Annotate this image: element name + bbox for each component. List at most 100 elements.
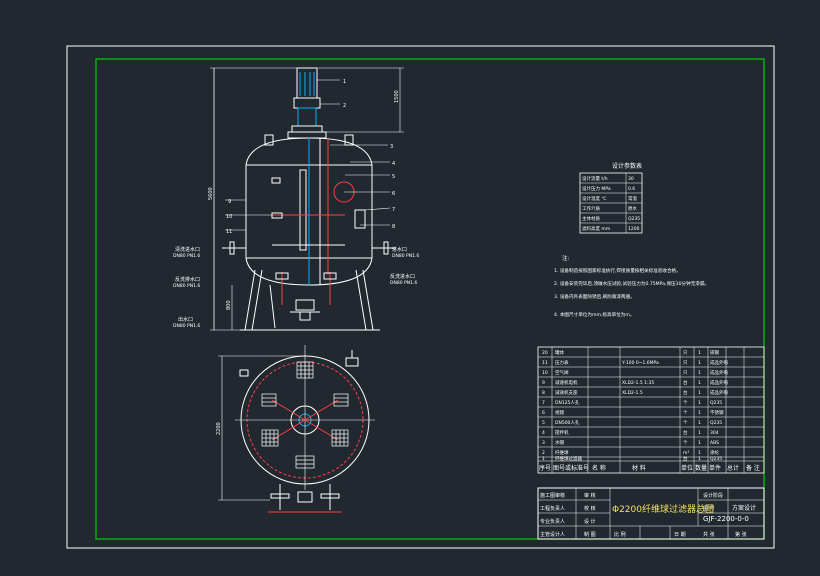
- svg-text:台: 台: [683, 455, 688, 462]
- svg-text:第 张: 第 张: [735, 531, 747, 538]
- part-number-label: 6: [392, 191, 395, 197]
- nozzle-spec: DN80 PN1.6: [173, 323, 200, 329]
- svg-text:成品外购: 成品外购: [710, 389, 728, 396]
- svg-text:1: 1: [698, 440, 701, 446]
- svg-text:ABS: ABS: [710, 440, 719, 446]
- svg-text:专业负责人: 专业负责人: [540, 518, 565, 525]
- svg-text:11: 11: [542, 360, 548, 366]
- tech-param-label: 主体材质: [582, 215, 600, 222]
- dimension-labels: 5600 1500 800: [208, 90, 400, 310]
- leg-dimension: 800: [226, 300, 232, 310]
- svg-text:只: 只: [683, 360, 688, 366]
- part-number-label: 3: [390, 144, 393, 150]
- svg-text:1: 1: [698, 380, 701, 386]
- svg-text:304: 304: [710, 430, 719, 436]
- plan-view: [218, 345, 375, 513]
- svg-text:备 注: 备 注: [746, 464, 760, 472]
- svg-text:1: 1: [698, 450, 701, 456]
- svg-text:成品外购: 成品外购: [710, 369, 728, 376]
- svg-text:个: 个: [683, 440, 688, 446]
- svg-text:比 例: 比 例: [614, 531, 626, 538]
- design-stage: 方案设计: [732, 504, 756, 512]
- tech-param-value: Q235: [628, 216, 640, 222]
- svg-text:个: 个: [683, 400, 688, 406]
- svg-text:压力表: 压力表: [555, 359, 569, 366]
- bom-header: 序号 图号或标准号 名 称 材 料 单位 数量 单件 总计 备 注: [539, 464, 760, 472]
- svg-text:1: 1: [698, 350, 701, 356]
- plan-width-dimension: 2200: [216, 422, 222, 435]
- svg-text:成品外购: 成品外购: [710, 359, 728, 366]
- svg-text:1: 1: [698, 400, 701, 406]
- svg-text:施工图审核: 施工图审核: [540, 492, 565, 499]
- svg-text:6: 6: [542, 410, 545, 416]
- svg-text:图 号: 图 号: [703, 506, 715, 512]
- svg-text:XLD2-1.5 1:35: XLD2-1.5 1:35: [622, 380, 654, 386]
- technical-notes: 注: 1. 设备制造按照国家标准执行,焊接质量按相关标准验收合格。 2. 设备安…: [554, 254, 709, 318]
- part-number-label: 10: [226, 214, 232, 220]
- svg-text:1: 1: [698, 390, 701, 396]
- tech-param-value: 30: [628, 176, 634, 182]
- front-elevation-view: [210, 67, 404, 331]
- tech-param-value: 1200: [628, 226, 640, 232]
- svg-text:碳钢: 碳钢: [710, 349, 719, 356]
- svg-text:1: 1: [698, 456, 701, 462]
- svg-text:台: 台: [683, 379, 688, 386]
- part-number-label: 11: [226, 229, 232, 235]
- svg-text:1: 1: [698, 370, 701, 376]
- title-block: 施工图审核 工程负责人 专业负责人 主管设计人 审 核 校 核 设 计 制 图 …: [537, 487, 765, 540]
- svg-text:1: 1: [698, 360, 701, 366]
- svg-text:图号或标准号: 图号或标准号: [553, 464, 589, 472]
- svg-text:单件: 单件: [709, 464, 721, 472]
- svg-text:DN125人孔: DN125人孔: [555, 399, 580, 406]
- svg-text:不锈钢: 不锈钢: [710, 409, 724, 416]
- svg-text:台: 台: [683, 389, 688, 396]
- tech-param-label: 设计温度 ℃: [582, 195, 606, 202]
- svg-text:9: 9: [542, 380, 545, 386]
- note-item: 1. 设备制造按照国家标准执行,焊接质量按相关标准验收合格。: [554, 267, 681, 274]
- svg-text:台: 台: [683, 429, 688, 436]
- svg-text:设计阶段: 设计阶段: [703, 492, 723, 499]
- tech-parameter-table: 设计参数表 设计流量 t/h 30 设计压力 MPa 0.6 设计温度 ℃ 常温…: [579, 162, 643, 234]
- svg-text:纤维球: 纤维球: [555, 449, 569, 456]
- svg-text:名 称: 名 称: [592, 464, 606, 472]
- part-number-labels: 1 2 3 4 5 6 7 8 9 10 11: [226, 79, 395, 235]
- tech-param-value: 原水: [628, 205, 637, 212]
- nozzle-label: 清洗进水口: [175, 246, 200, 253]
- part-number-label: 5: [392, 174, 395, 180]
- svg-text:DN500人孔: DN500人孔: [555, 419, 580, 426]
- outer-border: [66, 45, 775, 549]
- svg-text:日 期: 日 期: [674, 532, 686, 538]
- nozzle-label: 出水口: [178, 316, 193, 323]
- nozzle-label: 反洗进水口: [390, 273, 415, 280]
- top-dimension: 1500: [394, 90, 400, 103]
- svg-text:只: 只: [683, 350, 688, 356]
- tech-param-value: 0.6: [628, 186, 635, 192]
- svg-text:3: 3: [542, 440, 545, 446]
- svg-text:视镜: 视镜: [555, 409, 564, 416]
- tech-table-title: 设计参数表: [612, 162, 642, 170]
- svg-text:单位: 单位: [681, 464, 693, 472]
- tech-param-value: 常温: [628, 195, 637, 202]
- svg-text:设 计: 设 计: [584, 518, 596, 525]
- svg-text:空气阀: 空气阀: [555, 369, 569, 376]
- nozzle-spec: DN80 PN1.6: [173, 253, 200, 259]
- svg-text:序号: 序号: [539, 464, 551, 472]
- part-number-label: 8: [392, 224, 395, 230]
- svg-text:8: 8: [542, 390, 545, 396]
- tech-param-label: 滤料高度 mm: [582, 225, 610, 232]
- svg-text:Y-100 0~1.6MPa: Y-100 0~1.6MPa: [621, 360, 659, 366]
- svg-text:Q235: Q235: [710, 456, 722, 462]
- note-item: 3. 设备内外表面除锈后,刷防腐漆两遍。: [554, 293, 635, 300]
- svg-text:工程负责人: 工程负责人: [540, 505, 565, 512]
- inner-border: [95, 58, 765, 540]
- nozzle-labels: 清洗进水口 DN80 PN1.6 反洗排水口 DN80 PN1.6 出水口 DN…: [173, 246, 419, 329]
- svg-text:1: 1: [698, 420, 701, 426]
- reducer: [293, 97, 321, 109]
- svg-text:个: 个: [683, 420, 688, 426]
- svg-text:制 图: 制 图: [584, 531, 596, 538]
- nozzle-label: 反洗排水口: [175, 276, 200, 283]
- note-item: 2. 设备安装完毕后,须做水压试验,试验压力为0.75MPa,保压30分钟无渗漏…: [554, 280, 709, 287]
- svg-text:主管设计人: 主管设计人: [540, 531, 565, 538]
